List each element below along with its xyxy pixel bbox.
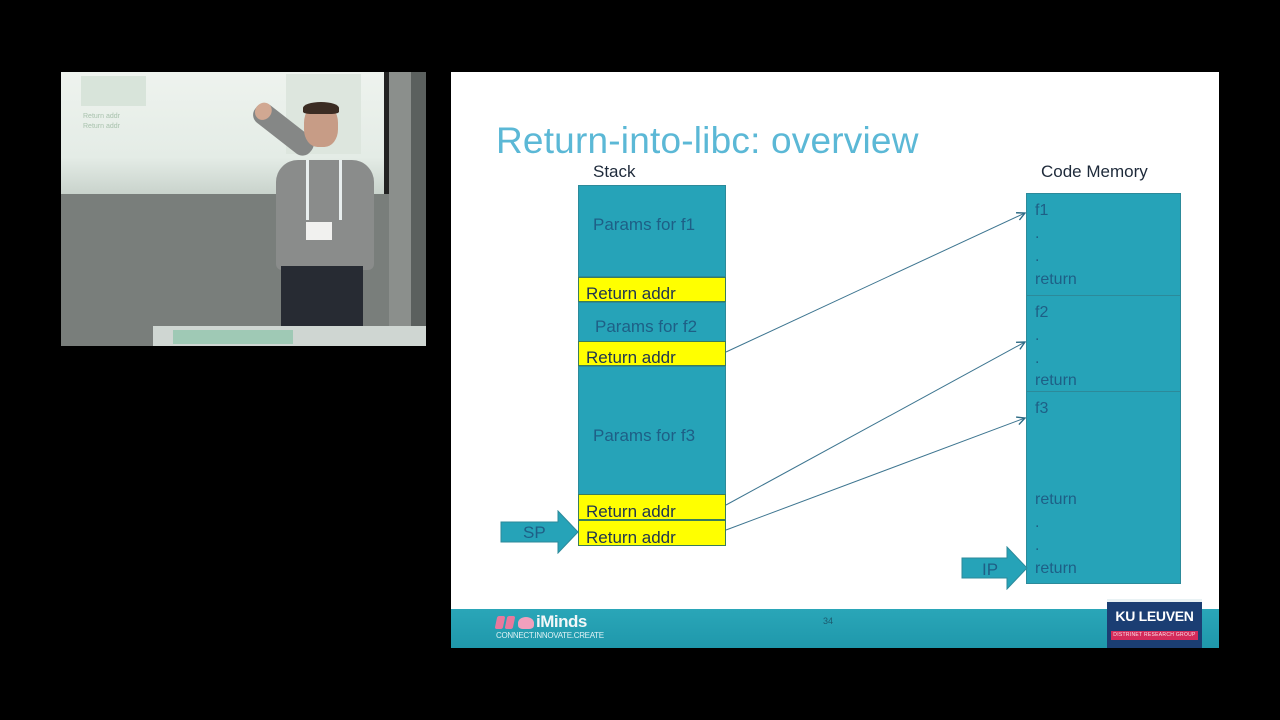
- stack-params-f1: Params for f1: [578, 185, 726, 277]
- slide-title: Return-into-libc: overview: [496, 120, 919, 161]
- name-badge: [306, 222, 332, 240]
- stack-return-addr-3: Return addr: [578, 494, 726, 521]
- slide-footer: iMinds CONNECT.INNOVATE.CREATE 34 KU LEU…: [451, 599, 1219, 648]
- speaker: [211, 99, 381, 328]
- code-func-f3: f3 return . . return: [1026, 391, 1181, 584]
- sp-arrow-icon: [500, 510, 579, 554]
- arrow-to-f2: [725, 342, 1025, 506]
- ku-leuven-logo: KU LEUVEN DISTRINET RESEARCH GROUP: [1107, 599, 1202, 648]
- speaker-video: Return addr Return addr: [61, 72, 426, 346]
- iminds-logo: iMinds CONNECT.INNOVATE.CREATE: [494, 612, 604, 640]
- stack-params-f3: Params for f3: [578, 366, 726, 495]
- desk: [153, 326, 426, 346]
- slide: Return-into-libc: overview Stack Params …: [451, 72, 1219, 648]
- sp-label: SP: [523, 523, 546, 542]
- arrow-to-f3: [725, 418, 1025, 531]
- stack-label: Stack: [593, 162, 636, 181]
- return-address-arrows: [725, 72, 1219, 531]
- stack-return-addr-4: Return addr: [578, 520, 726, 547]
- ip-label: IP: [982, 560, 999, 579]
- code-memory-label: Code Memory: [1041, 162, 1148, 181]
- code-func-f1: f1 . . return: [1026, 193, 1181, 296]
- code-func-f2: f2 . . return: [1026, 295, 1181, 392]
- projected-ghost-text: Return addr Return addr: [83, 113, 120, 130]
- iminds-mark-icon: [494, 616, 534, 629]
- arrow-to-f1: [725, 213, 1025, 353]
- stack-return-addr-2: Return addr: [578, 341, 726, 367]
- ip-arrow-icon: [961, 546, 1028, 590]
- page-number: 34: [823, 616, 834, 626]
- stack-return-addr-1: Return addr: [578, 277, 726, 303]
